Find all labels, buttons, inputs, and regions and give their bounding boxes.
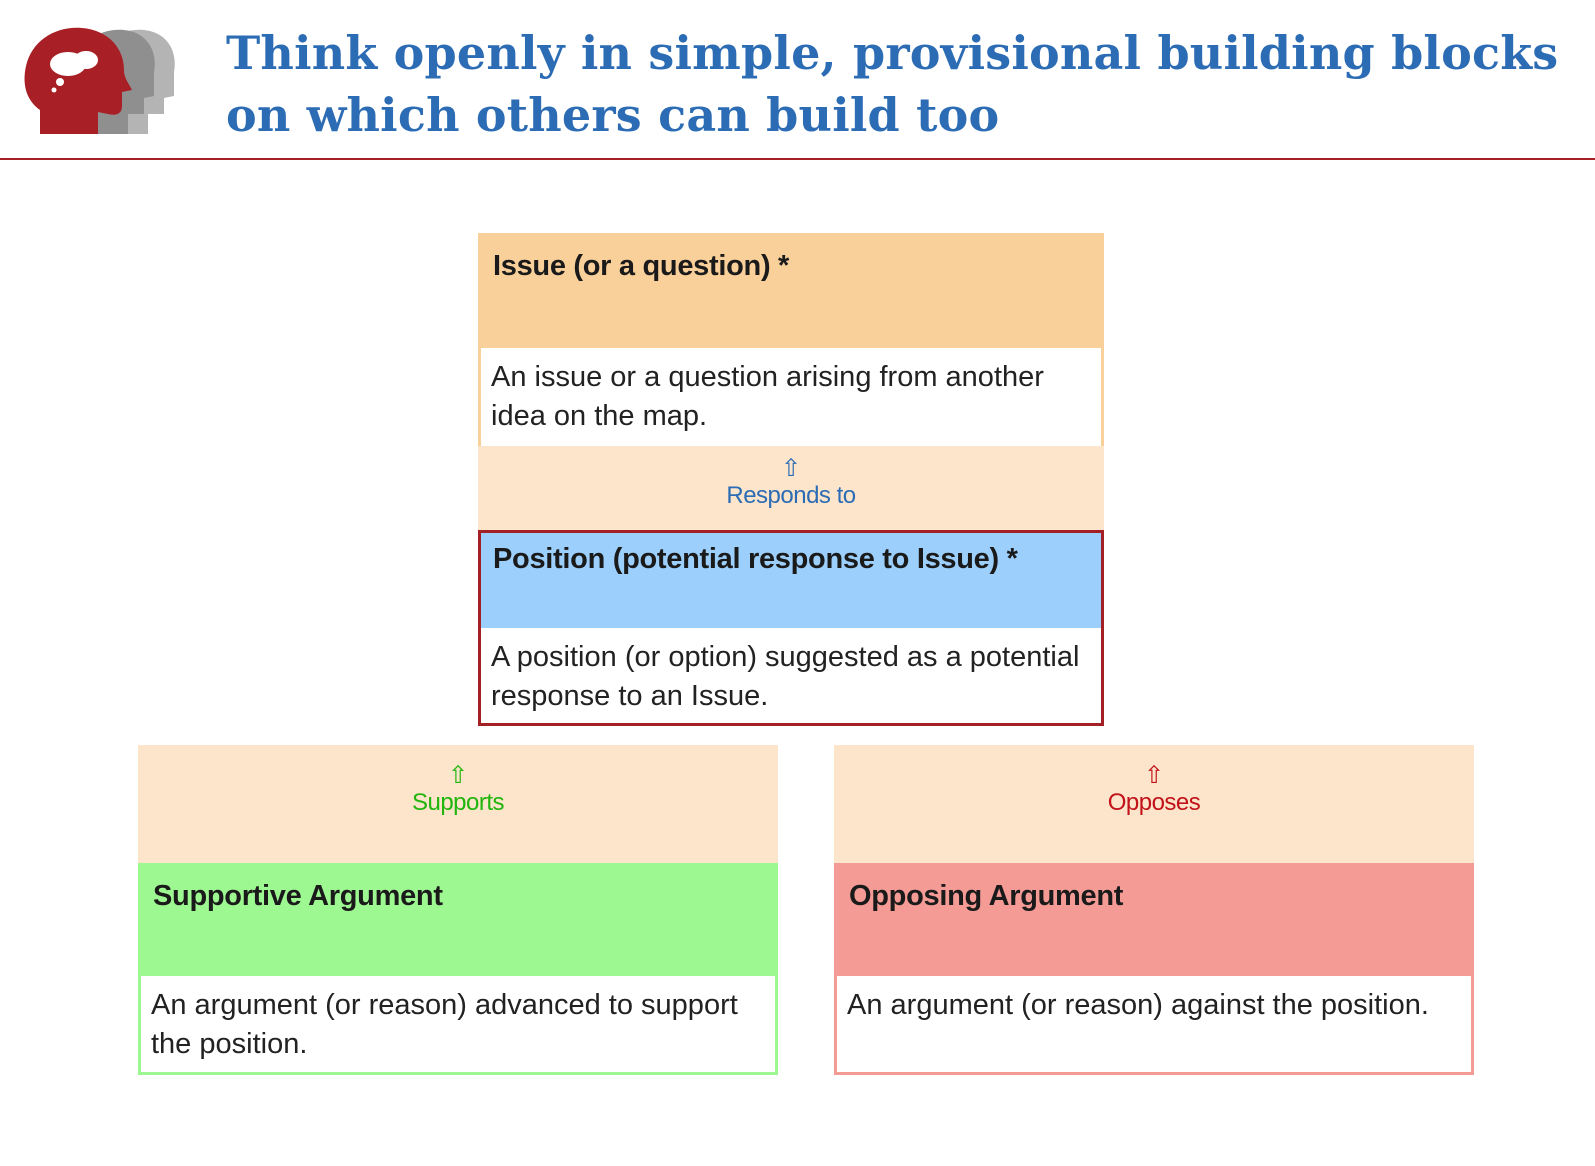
issue-node: Issue (or a question) * An issue or a qu… bbox=[478, 233, 1104, 449]
up-arrow-icon: ⇧ bbox=[780, 455, 802, 482]
responds-to-link: ⇧ Responds to bbox=[478, 456, 1104, 510]
opposing-argument-title: Opposing Argument bbox=[849, 880, 1124, 912]
up-arrow-icon: ⇧ bbox=[447, 762, 469, 789]
header-divider bbox=[0, 158, 1595, 160]
supports-link: ⇧ Supports bbox=[138, 763, 778, 817]
up-arrow-icon: ⇧ bbox=[1143, 762, 1165, 789]
opposing-argument-description: An argument (or reason) against the posi… bbox=[837, 976, 1471, 1072]
thinking-heads-icon bbox=[24, 27, 175, 135]
supports-link-area: ⇧ Supports bbox=[138, 745, 778, 863]
supportive-argument-description: An argument (or reason) advanced to supp… bbox=[141, 976, 775, 1072]
position-node-description: A position (or option) suggested as a po… bbox=[481, 628, 1101, 723]
supportive-argument-title: Supportive Argument bbox=[153, 880, 443, 912]
supportive-argument-node: Supportive Argument An argument (or reas… bbox=[138, 863, 778, 1075]
opposing-argument-node: Opposing Argument An argument (or reason… bbox=[834, 863, 1474, 1075]
issue-node-description: An issue or a question arising from anot… bbox=[481, 348, 1101, 446]
supportive-argument-header: Supportive Argument bbox=[141, 866, 775, 927]
position-node: Position (potential response to Issue) *… bbox=[478, 530, 1104, 726]
issue-node-title: Issue (or a question) * bbox=[493, 250, 790, 282]
opposes-label: Opposes bbox=[1107, 789, 1201, 816]
position-node-header: Position (potential response to Issue) * bbox=[481, 533, 1101, 590]
opposes-link: ⇧ Opposes bbox=[834, 763, 1474, 817]
issue-node-header: Issue (or a question) * bbox=[481, 236, 1101, 297]
opposing-argument-header: Opposing Argument bbox=[837, 866, 1471, 927]
responds-to-label: Responds to bbox=[726, 482, 856, 509]
page-title: Think openly in simple, provisional buil… bbox=[226, 22, 1558, 146]
title-line-2: on which others can build too bbox=[226, 88, 1000, 142]
position-node-title: Position (potential response to Issue) * bbox=[493, 543, 1018, 575]
opposes-link-area: ⇧ Opposes bbox=[834, 745, 1474, 863]
title-line-1: Think openly in simple, provisional buil… bbox=[226, 26, 1559, 80]
supports-label: Supports bbox=[411, 789, 505, 816]
responds-to-link-area: ⇧ Responds to bbox=[478, 446, 1104, 530]
